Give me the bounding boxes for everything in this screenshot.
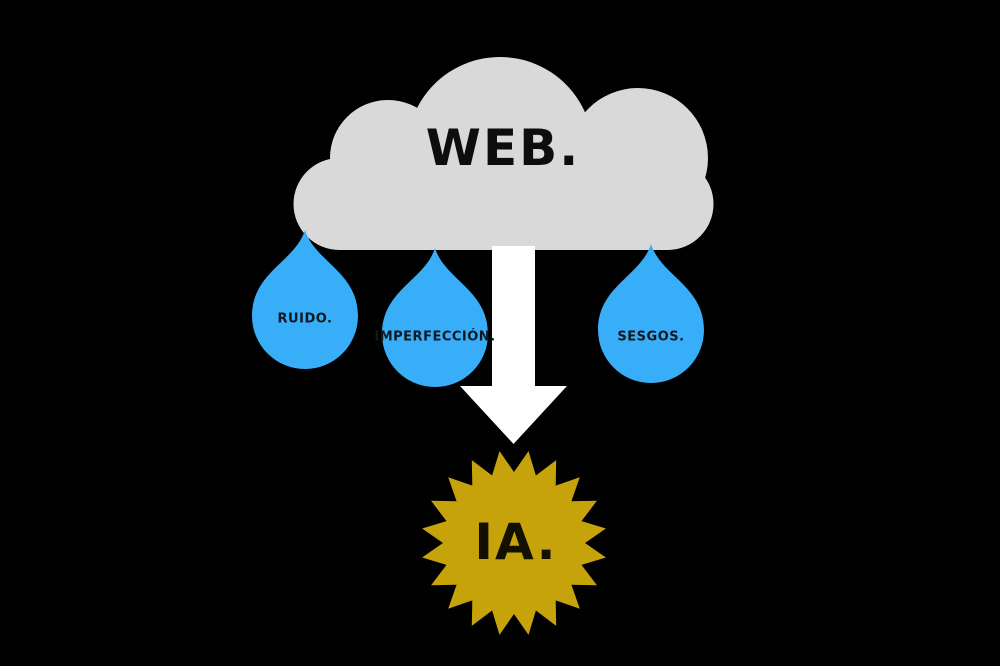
cloud-label: WEB. bbox=[425, 119, 581, 177]
raindrop-label-imperfeccion: IMPERFECCIÓN. bbox=[374, 329, 496, 345]
down-arrow bbox=[460, 246, 567, 444]
starburst-shape bbox=[422, 451, 606, 635]
raindrop-label-ruido: RUIDO. bbox=[277, 311, 333, 327]
cloud-shape bbox=[293, 57, 714, 250]
raindrop-sesgos bbox=[598, 244, 704, 383]
raindrop-label-sesgos: SESGOS. bbox=[617, 329, 685, 345]
star-label: IA. bbox=[474, 513, 558, 571]
raindrop-group bbox=[252, 230, 704, 387]
raindrop-imperfeccion bbox=[382, 248, 488, 387]
raindrop-ruido bbox=[252, 230, 358, 369]
